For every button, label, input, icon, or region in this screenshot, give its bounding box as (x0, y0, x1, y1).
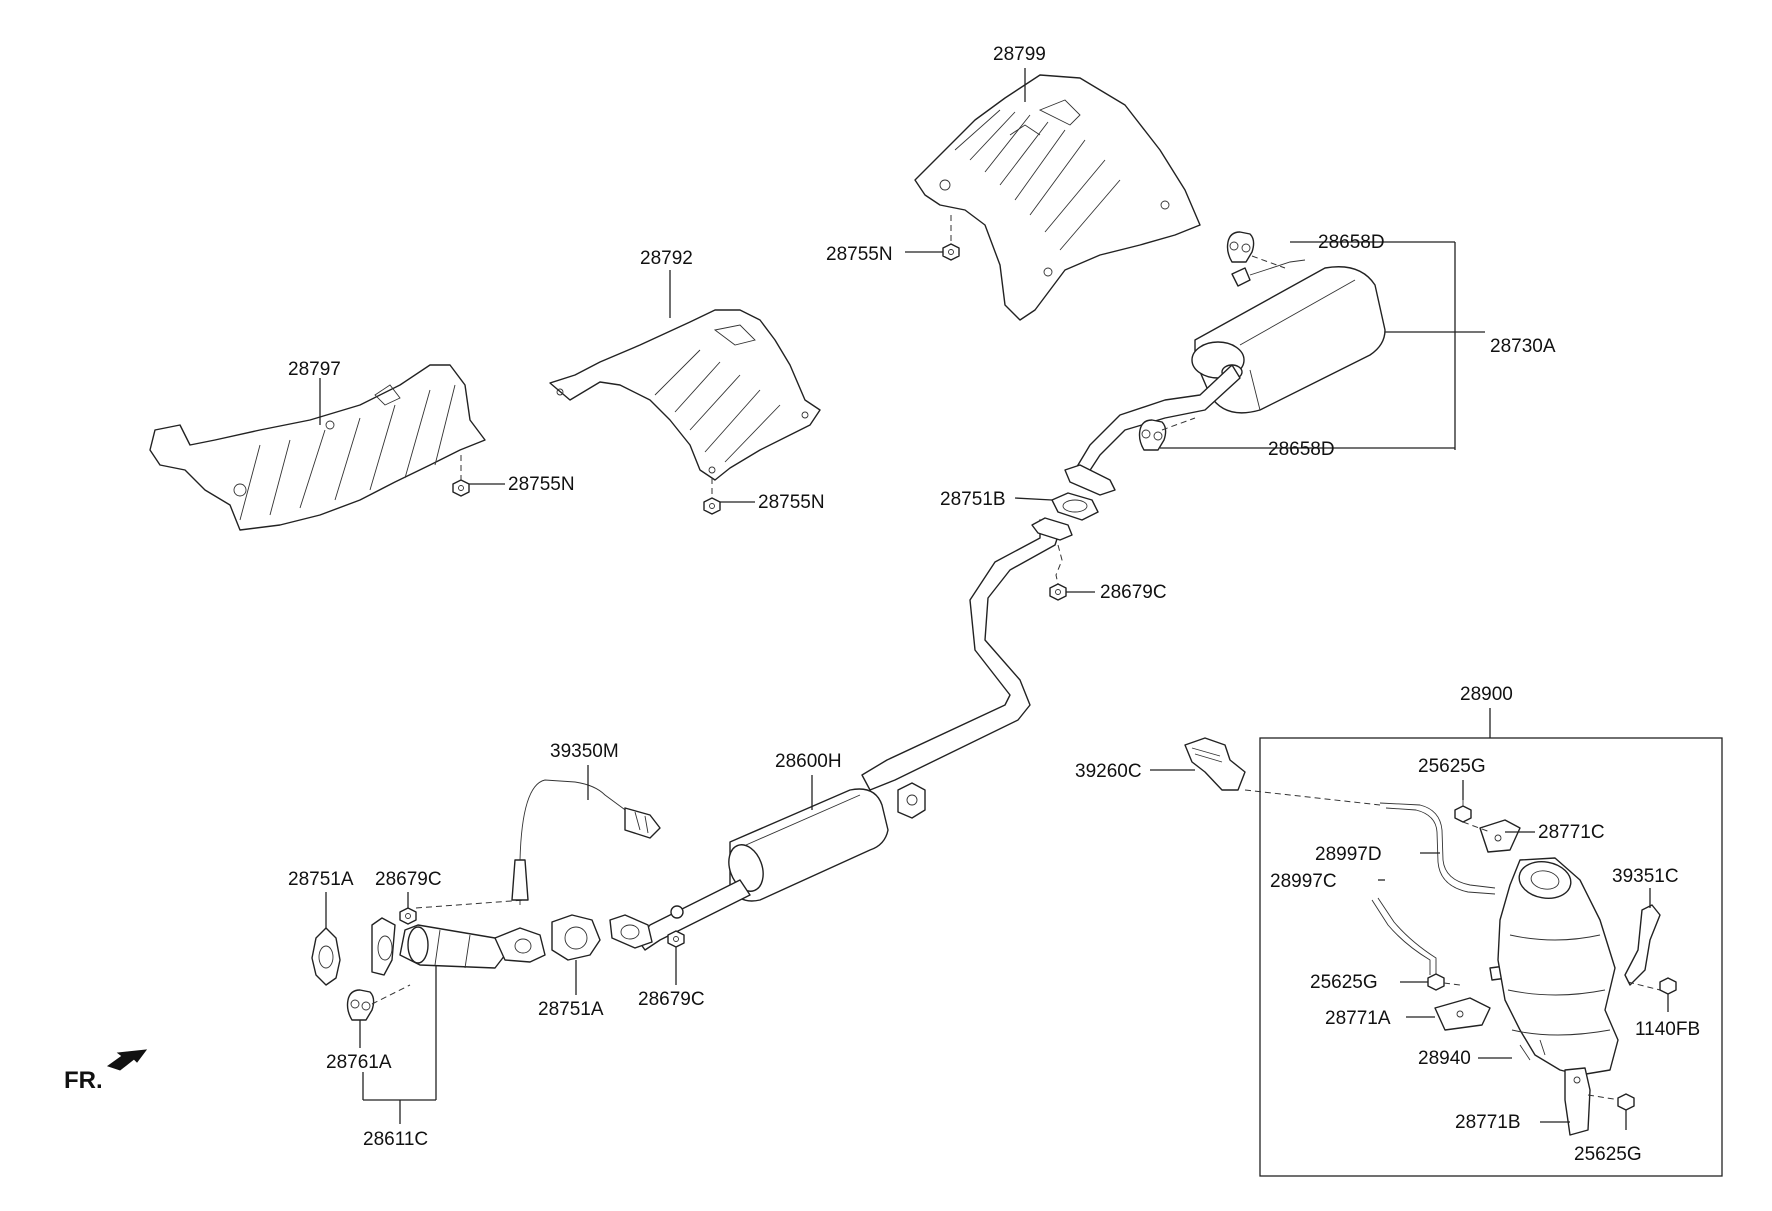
bolt-1140FB (1659, 977, 1677, 995)
label-28755N-left: 28755N (508, 474, 575, 495)
label-28730A: 28730A (1490, 336, 1556, 357)
label-39260C: 39260C (1075, 761, 1142, 782)
nut-28679C-lower (667, 930, 685, 948)
bracket-39260C (1184, 737, 1381, 806)
rear-muffler-28730A (1064, 259, 1386, 496)
catalytic-converter-group-box (1259, 737, 1723, 1177)
label-28658D-bottom: 28658D (1268, 439, 1335, 460)
label-28658D-top: 28658D (1318, 232, 1385, 253)
gasket-28751B (1051, 492, 1099, 521)
label-28997D: 28997D (1315, 844, 1382, 865)
center-muffler-28600H (609, 517, 1073, 951)
nut-28755N-left (452, 455, 470, 497)
heat-shield-28797 (149, 364, 486, 531)
heat-shield-28799 (914, 74, 1201, 321)
label-39351C: 39351C (1612, 866, 1679, 887)
bolt-25625G-bottom (1617, 1093, 1635, 1111)
label-28755N-center: 28755N (758, 492, 825, 513)
gasket-28751A-center (551, 914, 601, 961)
bracket-28771B (1564, 1067, 1621, 1136)
label-1140FB: 1140FB (1635, 1019, 1700, 1040)
label-25625G-middle: 25625G (1310, 972, 1378, 993)
gasket-28751A-left (311, 927, 341, 986)
nut-28679C-upper (1049, 544, 1067, 601)
bracket-39351C (1624, 904, 1661, 991)
label-28771A: 28771A (1325, 1008, 1391, 1029)
label-28679C-upper: 28679C (1100, 582, 1167, 603)
label-28940: 28940 (1418, 1048, 1471, 1069)
rubber-hanger-28658D-top (1226, 231, 1286, 269)
label-28997C: 28997C (1270, 871, 1337, 892)
label-28771B: 28771B (1455, 1112, 1521, 1133)
orientation-marker: FR. (64, 1049, 148, 1094)
nut-28755N-center (703, 478, 721, 515)
label-25625G-bottom: 25625G (1574, 1144, 1642, 1165)
leader-lines (319, 68, 1669, 1130)
label-28761A: 28761A (326, 1052, 392, 1073)
label-28600H: 28600H (775, 751, 842, 772)
label-28797: 28797 (288, 359, 341, 380)
bolt-25625G-middle (1427, 973, 1461, 991)
label-28799: 28799 (993, 44, 1046, 65)
label-28755N-top: 28755N (826, 244, 893, 265)
label-28900: 28900 (1460, 684, 1513, 705)
label-28611C: 28611C (363, 1129, 428, 1150)
front-pipe-28611C (371, 917, 546, 976)
label-28771C: 28771C (1538, 822, 1605, 843)
arrow-front-left-icon (106, 1049, 148, 1071)
bolt-25625G-top (1454, 800, 1472, 823)
label-28751A-left: 28751A (288, 869, 354, 890)
part-labels: 28799 28755N 28792 28797 28755N 28755N 2… (288, 44, 1700, 1165)
oxygen-sensor-39350M (511, 779, 661, 905)
orientation-text: FR. (64, 1067, 103, 1094)
heat-shield-28792 (549, 309, 821, 481)
label-28751B: 28751B (940, 489, 1006, 510)
label-28792: 28792 (640, 248, 693, 269)
label-28679C-left: 28679C (375, 869, 442, 890)
label-28751A-center: 28751A (538, 999, 604, 1020)
label-28679C-lower: 28679C (638, 989, 705, 1010)
label-39350M: 39350M (550, 741, 619, 762)
nut-28755N-top (942, 215, 960, 261)
label-25625G-top: 25625G (1418, 756, 1486, 777)
bracket-28771C (1462, 819, 1521, 853)
rubber-hanger-28761A (346, 984, 411, 1021)
catalytic-converter-28940 (1497, 857, 1619, 1076)
rubber-hanger-28658D-bottom (1138, 417, 1196, 451)
nut-28679C-left (399, 899, 526, 925)
bracket-28771A (1434, 997, 1491, 1031)
